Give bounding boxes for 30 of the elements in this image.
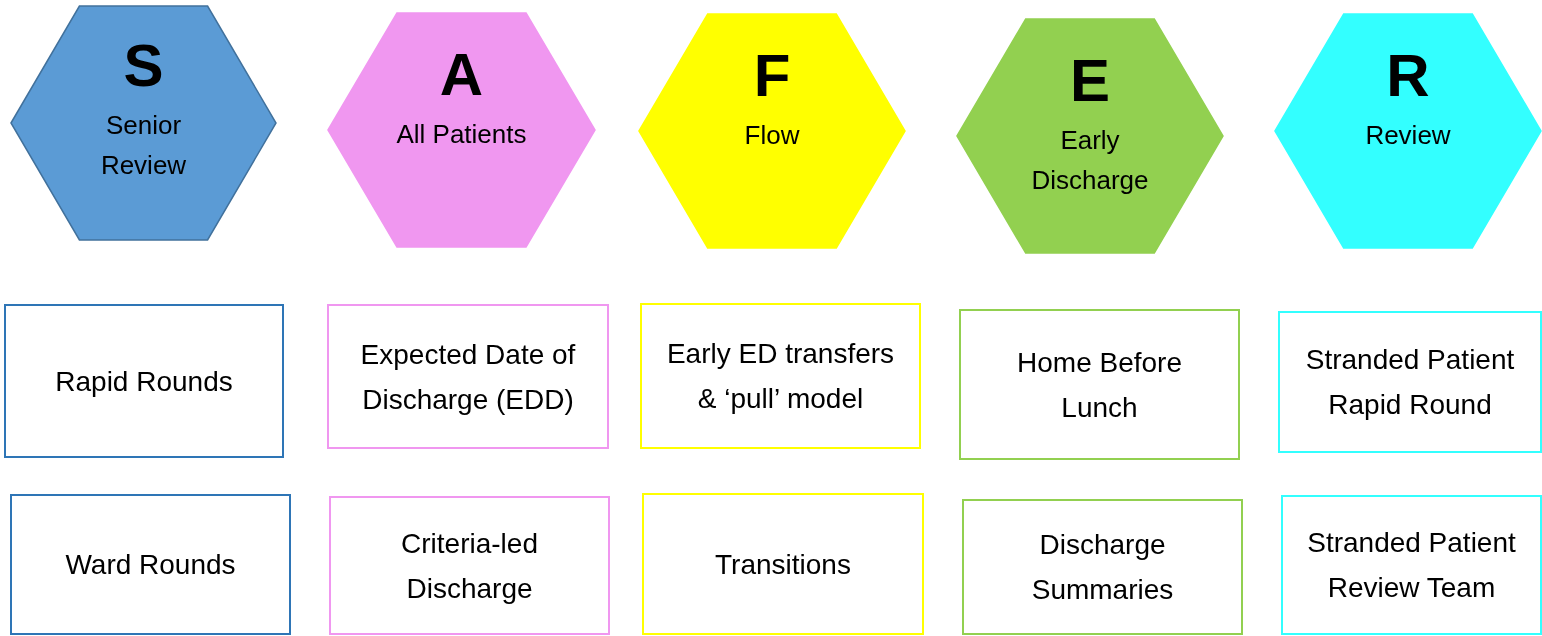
text-card: [327, 304, 609, 449]
letter-heading: A: [439, 44, 484, 106]
card-text: Early ED transfers & ‘pull’ model: [665, 337, 896, 416]
hexagon-label: All Patients: [396, 118, 527, 151]
card-text: Stranded Patient Review Team: [1306, 526, 1517, 605]
card-text: Discharge Summaries: [1030, 528, 1175, 607]
text-card: [4, 304, 284, 458]
card-text: Expected Date of Discharge (EDD): [359, 337, 577, 417]
text-card: [329, 496, 610, 635]
hexagon-label: Flow: [744, 119, 800, 152]
card-text: Transitions: [715, 547, 851, 582]
text-card: [640, 303, 921, 449]
text-card: [642, 493, 924, 635]
text-card: [959, 309, 1240, 460]
card-text: Stranded Patient Rapid Round: [1304, 343, 1516, 422]
hexagon-label: Review: [1365, 119, 1451, 152]
text-card: [10, 494, 291, 635]
letter-heading: E: [1070, 50, 1110, 112]
card-text: Ward Rounds: [65, 548, 236, 582]
text-card: [1281, 495, 1542, 635]
hexagon-label: Senior Review: [99, 109, 188, 182]
text-card: [1278, 311, 1542, 453]
text-card: [962, 499, 1243, 635]
card-text: Criteria-led Discharge: [400, 526, 539, 606]
card-text: Rapid Rounds: [55, 364, 233, 399]
letter-heading: F: [753, 45, 791, 107]
letter-heading: R: [1386, 45, 1430, 107]
letter-heading: S: [123, 35, 164, 97]
card-text: Home Before Lunch: [1016, 345, 1183, 425]
hexagon-label: Early Discharge: [1030, 124, 1150, 197]
